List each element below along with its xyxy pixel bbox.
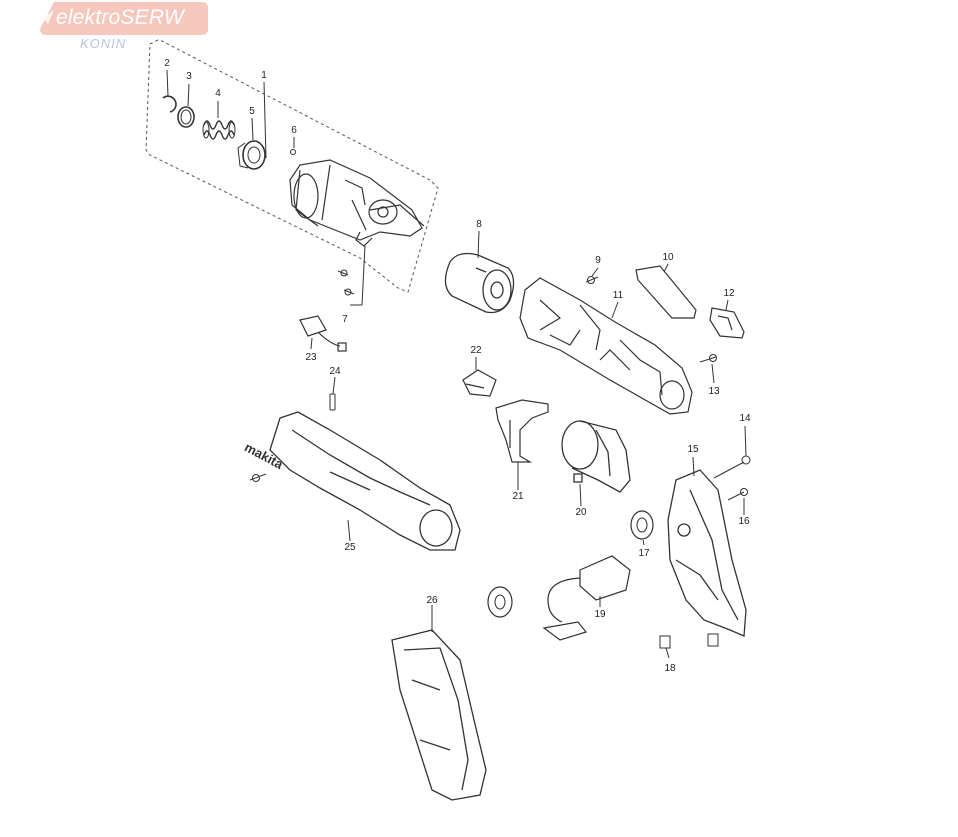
part-number-label-22: 22 (470, 345, 482, 356)
spring-part (202, 120, 236, 140)
snap-ring-part (162, 95, 177, 113)
part-number-label-11: 11 (613, 290, 624, 301)
ring-part (177, 106, 195, 128)
screw-part-16 (727, 488, 748, 501)
group-1-outline (145, 39, 439, 293)
screw-part-14 (713, 455, 751, 479)
part-number-label-20: 20 (575, 507, 587, 518)
part-number-label-1: 1 (261, 70, 267, 81)
part-number-label-14: 14 (739, 413, 751, 424)
bracket-part (495, 399, 549, 463)
logo-banner (40, 2, 208, 35)
switch-plate-part (709, 307, 745, 339)
housing-brand-text: makita (242, 439, 286, 472)
part-number-label-4: 4 (215, 88, 221, 99)
gearbox-assembly (289, 159, 425, 247)
button-part (462, 369, 497, 397)
part-number-label-23: 23 (305, 352, 317, 363)
part-number-label-3: 3 (186, 71, 192, 82)
part-number-label-21: 21 (512, 491, 524, 502)
part-number-label-9: 9 (595, 255, 601, 266)
part-number-label-17: 17 (638, 548, 650, 559)
nut-part-18 (659, 633, 719, 649)
housing-half-part (519, 277, 693, 415)
part-number-label-26: 26 (426, 595, 438, 606)
motor-part (444, 252, 515, 314)
part-number-label-12: 12 (723, 288, 735, 299)
grip-part (391, 629, 487, 801)
part-number-label-13: 13 (708, 386, 720, 397)
bearing-part (237, 140, 266, 170)
housing-right-part (667, 469, 747, 637)
screw-part-7 (337, 269, 355, 296)
washer-part-26 (487, 586, 513, 618)
label-plate-part (635, 265, 697, 319)
part-number-label-15: 15 (687, 444, 699, 455)
screw-part-13 (699, 354, 717, 363)
screw-part-25 (249, 473, 267, 482)
logo-location: KONIN (80, 36, 127, 51)
part-number-label-2: 2 (164, 58, 170, 69)
housing-left-part (269, 411, 461, 551)
wire-switch-part (299, 315, 347, 352)
part-number-label-5: 5 (249, 106, 255, 117)
part-number-label-8: 8 (476, 219, 482, 230)
part-number-label-24: 24 (329, 366, 341, 377)
part-number-label-10: 10 (662, 252, 674, 263)
part-number-label-6: 6 (291, 125, 297, 136)
connector-part (542, 555, 631, 641)
part-number-label-16: 16 (738, 516, 750, 527)
logo-brand: elektroSERW (56, 6, 184, 29)
washer-part-17 (630, 510, 654, 540)
screw-part-9 (585, 276, 599, 284)
switch-unit-part (561, 420, 631, 493)
part-number-label-7: 7 (342, 314, 348, 325)
ball-part (290, 149, 296, 155)
part-number-label-18: 18 (664, 663, 676, 674)
pin-part (329, 393, 336, 411)
part-number-label-19: 19 (594, 609, 606, 620)
part-number-label-25: 25 (344, 542, 356, 553)
